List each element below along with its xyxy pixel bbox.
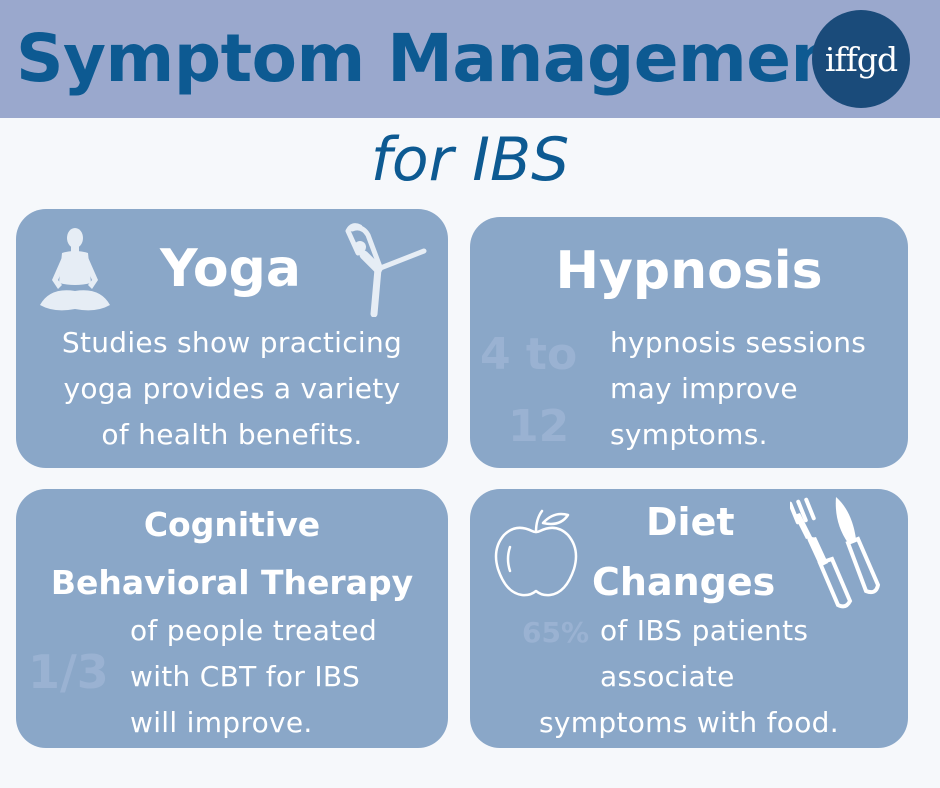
page-title: Symptom Management xyxy=(16,20,869,97)
hypnosis-stat-line-2: 12 xyxy=(508,401,570,452)
cbt-stat: 1/3 xyxy=(28,645,109,699)
hypnosis-text-line-1: hypnosis sessions xyxy=(610,326,867,359)
logo-text: iffgd xyxy=(824,39,898,79)
dancer-pose-figure-icon xyxy=(345,223,427,317)
fork-knife-icon xyxy=(790,497,881,609)
yoga-text-line-3: of health benefits. xyxy=(101,418,363,451)
hypnosis-text-line-3: symptoms. xyxy=(610,418,768,451)
cbt-text-line-2: with CBT for IBS xyxy=(130,660,361,693)
cbt-heading-line-2: Behavioral Therapy xyxy=(50,563,414,602)
hypnosis-heading: Hypnosis xyxy=(555,241,823,301)
hypnosis-stat-line-1: 4 to xyxy=(480,329,578,380)
diet-heading-line-1: Diet xyxy=(646,500,735,544)
yoga-text-line-2: yoga provides a variety xyxy=(63,372,401,405)
cbt-text-line-3: will improve. xyxy=(130,706,313,739)
diet-heading-line-2: Changes xyxy=(592,560,776,604)
diet-text-line-2: associate xyxy=(600,660,735,693)
yoga-text-line-1: Studies show practicing xyxy=(61,326,403,359)
iffgd-logo: iffgd xyxy=(812,10,910,108)
diet-text-line-3: symptoms with food. xyxy=(539,706,839,739)
diet-card: Diet Changes 65% of IBS patients associa… xyxy=(470,489,908,748)
yoga-card: Yoga Studies show practicing yoga provid… xyxy=(16,209,448,468)
apple-icon xyxy=(494,509,578,597)
cbt-text-line-1: of people treated xyxy=(130,614,378,647)
diet-text-line-1: of IBS patients xyxy=(600,614,809,647)
hypnosis-card: Hypnosis 4 to 12 hypnosis sessions may i… xyxy=(470,217,908,468)
hypnosis-text-line-2: may improve xyxy=(610,372,798,405)
meditation-figure-icon xyxy=(40,228,110,311)
header-band: Symptom Management iffgd xyxy=(0,0,940,118)
cbt-card: Cognitive Behavioral Therapy 1/3 of peop… xyxy=(16,489,448,748)
cbt-heading-line-1: Cognitive xyxy=(143,505,321,544)
page-subtitle: for IBS xyxy=(370,125,570,195)
diet-stat: 65% xyxy=(522,616,590,649)
yoga-heading: Yoga xyxy=(160,239,301,299)
